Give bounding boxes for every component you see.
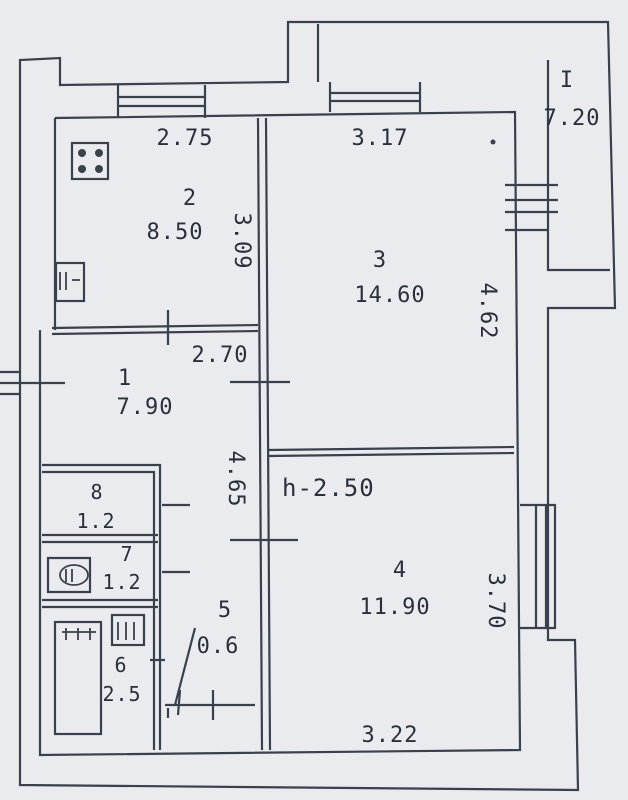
bathroom-walls — [42, 463, 162, 750]
outer-wall — [18, 20, 617, 792]
toilet-icon — [46, 556, 92, 594]
entrance — [0, 370, 65, 396]
room-5-number: 5 — [217, 598, 233, 623]
room-6-number: 6 — [114, 653, 128, 677]
window-right-bottom — [520, 503, 557, 630]
room-6-area: 2.5 — [102, 682, 142, 706]
room-4-area: 11.90 — [359, 595, 431, 620]
dim-kitchen-depth: 3.09 — [229, 212, 254, 270]
dim-room3-depth: 4.62 — [475, 282, 500, 340]
sink-icon — [54, 261, 86, 303]
ceiling-height-label: h-2.50 — [282, 474, 375, 502]
bathtub-icon — [53, 620, 103, 736]
room-7-area: 1.2 — [102, 570, 142, 594]
room-4-number: 4 — [392, 558, 408, 583]
room-2-area: 8.50 — [146, 220, 204, 245]
dim-hall-depth: 4.65 — [223, 450, 248, 508]
washbasin-icon — [110, 613, 146, 647]
partition-wall — [256, 117, 272, 751]
dim-kitchen-width: 2.75 — [156, 126, 214, 151]
room-1-number: 1 — [117, 366, 133, 391]
balcony-area: 7.20 — [543, 106, 601, 131]
dim-room4-depth: 3.70 — [483, 572, 508, 630]
balcony-number: I — [559, 68, 575, 93]
room-3-area: 14.60 — [354, 283, 426, 308]
room-3-number: 3 — [372, 248, 388, 273]
dim-hall-width: 2.70 — [191, 343, 249, 368]
room-7-number: 7 — [120, 542, 134, 566]
room-8-area: 1.2 — [76, 509, 116, 533]
window-top-left — [116, 85, 207, 118]
room-2-number: 2 — [182, 186, 198, 211]
room-5-area: 0.6 — [196, 634, 240, 659]
window-right-top — [505, 183, 558, 232]
room-1-area: 7.90 — [116, 395, 174, 420]
window-top-right — [328, 82, 422, 112]
inner-wall — [38, 110, 522, 757]
room-8-number: 8 — [90, 480, 104, 504]
stove-icon — [70, 141, 110, 181]
dim-room4-width: 3.22 — [361, 723, 419, 748]
dim-room3-width: 3.17 — [351, 126, 409, 151]
balcony-outline — [316, 24, 610, 272]
